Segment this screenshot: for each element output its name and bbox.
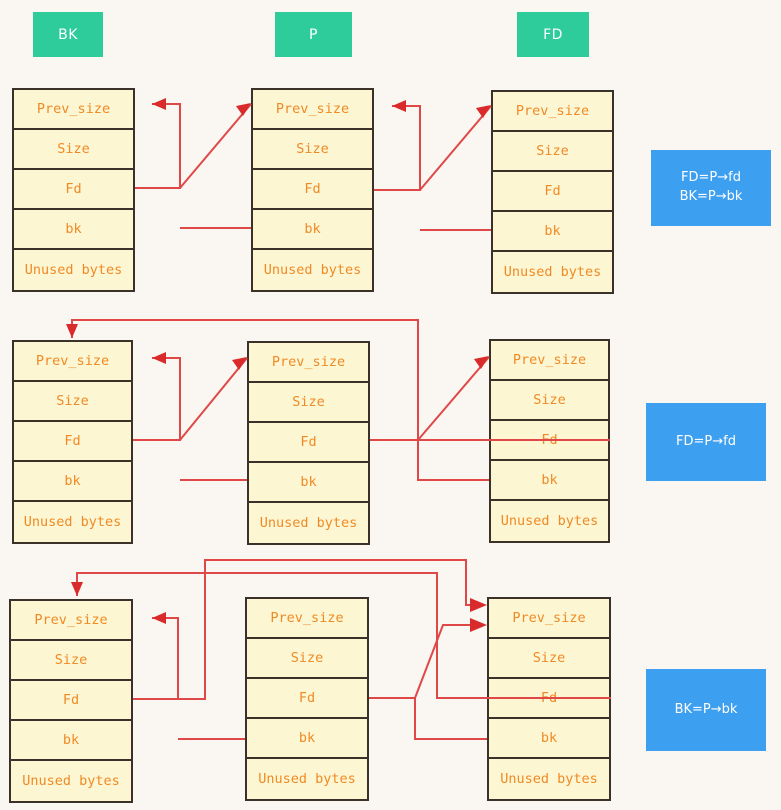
chunk-field-unused-bytes: Unused bytes — [14, 250, 133, 290]
arrowhead-row1-b — [236, 103, 251, 116]
note-line: FD=P→fd — [676, 433, 736, 449]
arrowhead-row2-a — [66, 324, 78, 338]
chunk-field-prev-size: Prev_size — [249, 343, 368, 383]
chunk-field-prev-size: Prev_size — [11, 601, 131, 641]
chunk-row2-fd: Prev_size Size Fd bk Unused bytes — [489, 339, 610, 543]
chunk-row3-fd: Prev_size Size Fd bk Unused bytes — [487, 597, 611, 801]
column-label-p: P — [275, 12, 352, 57]
chunk-field-fd: Fd — [14, 422, 131, 462]
chunk-field-fd: Fd — [11, 681, 131, 721]
chunk-field-unused-bytes: Unused bytes — [493, 252, 612, 292]
chunk-row3-p: Prev_size Size Fd bk Unused bytes — [245, 597, 369, 801]
chunk-field-bk: bk — [14, 462, 131, 502]
chunk-field-unused-bytes: Unused bytes — [11, 761, 131, 801]
chunk-field-unused-bytes: Unused bytes — [14, 502, 131, 542]
chunk-field-size: Size — [14, 130, 133, 170]
wire-row3-p-to-fd-bk — [414, 698, 487, 740]
chunk-field-bk: bk — [249, 463, 368, 503]
note-line: BK=P→bk — [679, 189, 743, 204]
chunk-field-fd: Fd — [491, 421, 608, 461]
chunk-field-size: Size — [247, 639, 367, 679]
note-line: FD=P→fd — [681, 170, 741, 186]
chunk-field-bk: bk — [493, 212, 612, 252]
arrowhead-row2-c — [232, 357, 247, 370]
chunk-field-prev-size: Prev_size — [14, 342, 131, 382]
chunk-field-fd: Fd — [253, 170, 372, 210]
arrowhead-row3-b — [470, 598, 487, 612]
wire-row1-p-fd-to-p-prevsize — [374, 105, 421, 191]
note-line: BK=P→bk — [674, 701, 738, 717]
chunk-field-bk: bk — [11, 721, 131, 761]
column-label-p-text: P — [309, 26, 318, 43]
chunk-field-fd: Fd — [493, 172, 612, 212]
chunk-field-unused-bytes: Unused bytes — [489, 759, 609, 799]
arrowhead-row2-b — [152, 352, 166, 364]
chunk-row1-bk: Prev_size Size Fd bk Unused bytes — [12, 88, 135, 292]
chunk-field-size: Size — [14, 382, 131, 422]
chunk-field-unused-bytes: Unused bytes — [253, 250, 372, 290]
chunk-field-prev-size: Prev_size — [491, 341, 608, 381]
chunk-field-fd: Fd — [14, 170, 133, 210]
note-box-row3: BK=P→bk — [646, 669, 766, 751]
chunk-field-bk: bk — [253, 210, 372, 250]
chunk-field-size: Size — [491, 381, 608, 421]
note-box-row1: FD=P→fd BK=P→bk — [651, 150, 771, 226]
wire-row2-diag-to-p-prevsize — [179, 357, 248, 441]
chunk-row2-p: Prev_size Size Fd bk Unused bytes — [247, 341, 370, 545]
chunk-field-size: Size — [493, 132, 612, 172]
note-box-row2: FD=P→fd — [646, 403, 766, 481]
wire-row3-diag-to-fd-prevsize — [414, 624, 476, 699]
arrowhead-row1-a — [152, 98, 166, 110]
chunk-field-prev-size: Prev_size — [253, 90, 372, 130]
chunk-field-fd: Fd — [247, 679, 367, 719]
chunk-field-prev-size: Prev_size — [14, 90, 133, 130]
chunk-field-size: Size — [249, 383, 368, 423]
chunk-field-unused-bytes: Unused bytes — [247, 759, 367, 799]
chunk-field-unused-bytes: Unused bytes — [491, 501, 608, 541]
chunk-field-bk: bk — [491, 461, 608, 501]
chunk-row1-p: Prev_size Size Fd bk Unused bytes — [251, 88, 374, 292]
chunk-field-size: Size — [11, 641, 131, 681]
arrowhead-row1-c — [392, 100, 406, 112]
chunk-field-prev-size: Prev_size — [493, 92, 612, 132]
wire-row1-diag-to-p-prevsize — [179, 103, 252, 189]
chunk-field-prev-size: Prev_size — [247, 599, 367, 639]
chunk-field-prev-size: Prev_size — [489, 599, 609, 639]
chunk-row3-bk: Prev_size Size Fd bk Unused bytes — [9, 599, 133, 803]
wire-row1-diag-to-fd-prevsize — [419, 105, 492, 191]
chunk-field-bk: bk — [489, 719, 609, 759]
wire-row1-bk-fd-to-bk-prevsize — [135, 103, 181, 189]
chunk-field-fd: Fd — [249, 423, 368, 463]
column-label-fd-text: FD — [543, 26, 563, 43]
arrowhead-row3-d — [470, 618, 487, 632]
chunk-field-bk: bk — [247, 719, 367, 759]
column-label-bk-text: BK — [58, 26, 78, 43]
wire-row2-bk-fd-to-bk-prevsize — [133, 357, 181, 441]
wire-row2-p-to-fd-bk — [417, 440, 489, 481]
chunk-row2-bk: Prev_size Size Fd bk Unused bytes — [12, 340, 133, 544]
chunk-field-size: Size — [489, 639, 609, 679]
chunk-field-unused-bytes: Unused bytes — [249, 503, 368, 543]
chunk-field-fd: Fd — [489, 679, 609, 719]
chunk-row1-fd: Prev_size Size Fd bk Unused bytes — [491, 90, 614, 294]
wire-row3-bk-fd-to-bk-prevsize — [133, 617, 179, 700]
arrowhead-row1-d — [476, 105, 491, 118]
wire-row2-diag-to-fd-prevsize — [417, 356, 490, 441]
column-label-bk: BK — [33, 12, 103, 57]
arrowhead-row3-c — [152, 612, 166, 624]
chunk-field-bk: bk — [14, 210, 133, 250]
column-label-fd: FD — [517, 12, 589, 57]
arrowhead-row3-a — [71, 582, 83, 596]
arrowhead-row2-d — [474, 356, 489, 369]
chunk-field-size: Size — [253, 130, 372, 170]
